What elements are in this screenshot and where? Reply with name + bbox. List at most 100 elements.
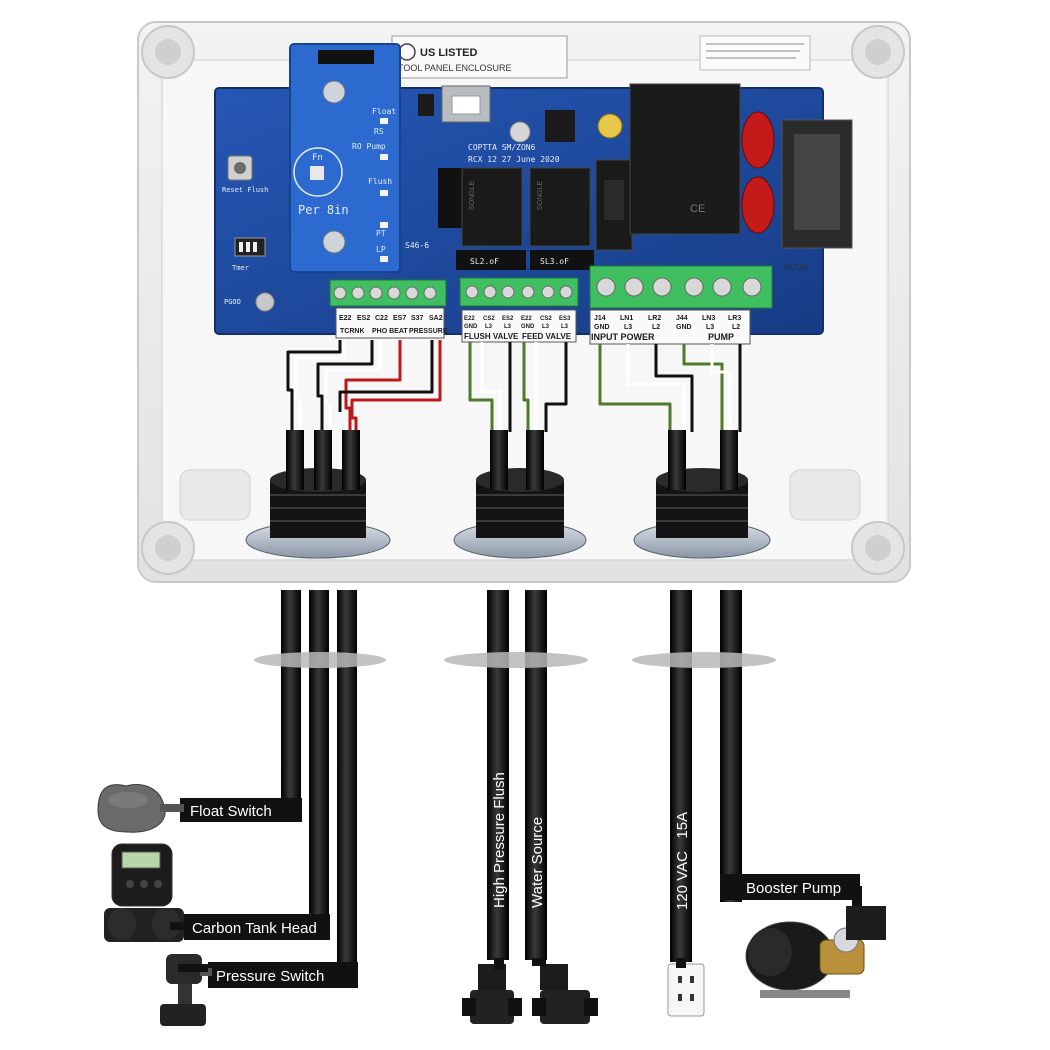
cable-float [281, 590, 301, 822]
timer-dip-switch[interactable] [234, 237, 266, 257]
mid-pin-4: E22 [521, 316, 532, 322]
ul-sticker-line1: US LISTED [420, 47, 478, 59]
mid-pin-sub-3: L3 [504, 324, 512, 330]
terminal-block-left: E22 ES2 C22 ES7 S37 SA2 TCRNK PHO BEAT P… [329, 279, 448, 339]
corner-post-bottom-right [851, 521, 905, 575]
right-pin-1: J14 [594, 315, 606, 322]
indicator-ro-pump: RO Pump [352, 142, 386, 151]
mid-pin-1: E22 [464, 316, 475, 322]
term-group-tcrnk: TCRNK [340, 328, 365, 335]
right-pin-sub-5: L3 [706, 324, 714, 331]
indicator-lp: LP [376, 245, 386, 254]
relay-right-label: SL3.oF [540, 257, 569, 266]
mid-pin-sub-6: L3 [561, 324, 569, 330]
mode-dial[interactable] [293, 147, 343, 197]
relay-feed-socket [530, 250, 594, 270]
psu-ce-mark: CE [690, 203, 705, 215]
carbon-tank-head-device [104, 843, 184, 942]
led-pt [380, 222, 388, 228]
fuse-holder [595, 159, 633, 251]
display-module: Fn Per 8in Float RS RO Pump Flush PT LP [289, 43, 401, 273]
ul-sticker-line2: TOOL PANEL ENCLOSURE [398, 63, 512, 73]
right-pin-2: LN1 [620, 315, 633, 322]
term-group-feed-valve: FEED VALVE [522, 332, 572, 341]
mount-screw-left [255, 292, 275, 312]
corner-post-top-left [141, 25, 195, 79]
flush-solenoid-valve [462, 964, 522, 1024]
corner-post-top-right [851, 25, 905, 79]
booster-pump-device [745, 906, 886, 998]
led-ro-pump [380, 154, 388, 160]
mode-switch[interactable] [310, 166, 324, 180]
board-revision-text: RCX 12 27 June 2020 [468, 155, 560, 164]
internal-wires [286, 340, 742, 432]
cable-label-booster-pump: Booster Pump [720, 874, 862, 916]
cable-carbon-tank [309, 590, 329, 938]
board-id-text: COPTTA SM/ZON6 [468, 143, 536, 152]
water-source-label: Water Source [529, 817, 546, 908]
relay-feed: SONGLE [529, 167, 591, 247]
header-pins [418, 94, 434, 116]
ic-chip [545, 110, 575, 142]
header-socket [438, 168, 464, 228]
usb-port[interactable] [441, 85, 491, 123]
corner-post-bottom-left [141, 521, 195, 575]
high-pressure-flush-label: High Pressure Flush [491, 772, 508, 908]
term-group-input-power: INPUT POWER [591, 332, 655, 342]
term-group-flush-valve: FLUSH VALVE [464, 332, 519, 341]
cable-separators [254, 652, 776, 668]
power-outlet-device [667, 963, 705, 1017]
term-pin-sa2: SA2 [429, 315, 443, 322]
term-pin-s37: S37 [411, 315, 424, 322]
term-group-pho-beat: PHO BEAT [372, 328, 408, 335]
right-pin-sub-3: L2 [652, 324, 660, 331]
mid-pin-3: ES2 [502, 316, 514, 322]
term-group-pressure: PRESSURE [409, 328, 448, 335]
mid-pin-sub-5: L3 [542, 324, 550, 330]
terminal-block-right: J14 LN1 LR2 J44 LN3 LR3 GND L3 L2 GND L3… [589, 265, 773, 345]
timer-label: Tmer [232, 264, 249, 272]
right-pin-sub-4: GND [676, 324, 692, 331]
warning-sticker [699, 35, 811, 71]
indicator-flush: Flush [368, 177, 392, 186]
power-supply-module: CE [629, 83, 741, 235]
term-pin-es7: ES7 [393, 315, 406, 322]
led-flush [380, 190, 388, 196]
cable-label-carbon-tank-head: Carbon Tank Head [184, 914, 330, 940]
mid-pin-5: CS2 [540, 316, 552, 322]
external-cables [281, 590, 742, 988]
mid-pin-sub-4: GND [521, 324, 535, 330]
right-pin-sub-6: L2 [732, 324, 740, 331]
toroid-coil [741, 111, 775, 234]
indicator-rs: RS [374, 127, 384, 136]
reset-flush-button[interactable] [227, 155, 253, 181]
right-pin-3: LR2 [648, 315, 661, 322]
part-s46-label: S46-6 [405, 241, 429, 250]
ul-listed-sticker: US LISTED TOOL PANEL ENCLOSURE [391, 35, 568, 79]
right-pin-6: LR3 [728, 315, 741, 322]
float-switch-label: Float Switch [190, 803, 272, 820]
capacitor [509, 121, 531, 143]
right-pin-5: LN3 [702, 315, 715, 322]
power-relay [781, 119, 853, 249]
mid-pin-sub-2: L3 [485, 324, 493, 330]
device-leads [170, 922, 686, 972]
cable-flush [487, 590, 509, 960]
cable-booster [720, 590, 742, 902]
right-pin-sub-2: L3 [624, 324, 632, 331]
cable-power [670, 590, 692, 962]
relay-left-label: SL2.oF [470, 257, 499, 266]
cable-water [525, 590, 547, 960]
indicator-float: Float [372, 107, 396, 116]
mid-pin-2: CS2 [483, 316, 495, 322]
module-screw-bottom [322, 230, 346, 254]
mid-pin-sub-1: GND [464, 324, 478, 330]
power-label: PGOO [224, 298, 241, 306]
cable-label-pressure-switch: Pressure Switch [208, 962, 358, 988]
relay-rating-label: NLT.oF [784, 263, 809, 272]
mode-label: Fn [312, 153, 323, 163]
pressure-switch-label: Pressure Switch [216, 968, 324, 985]
float-switch-device [97, 784, 184, 833]
term-pin-e22: E22 [339, 315, 352, 322]
carbon-tank-head-label: Carbon Tank Head [192, 920, 317, 937]
